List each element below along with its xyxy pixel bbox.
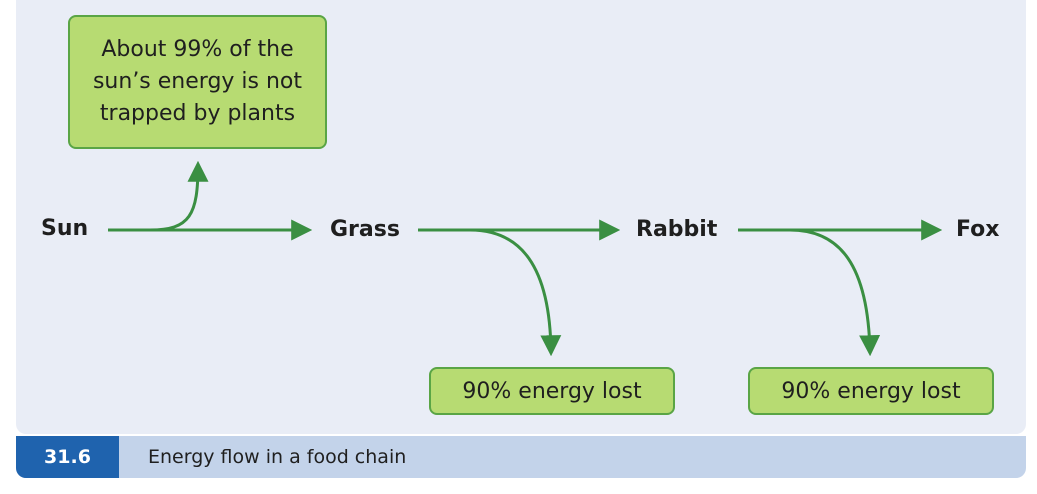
energy-lost-grass-rabbit: 90% energy lost	[429, 367, 675, 415]
note-line-3: trapped by plants	[99, 101, 296, 126]
note-line-2: sun’s energy is not	[92, 69, 303, 94]
node-rabbit: Rabbit	[636, 217, 718, 242]
figure-caption: 31.6 Energy flow in a food chain	[16, 436, 1026, 478]
node-fox: Fox	[956, 217, 1000, 242]
node-grass: Grass	[330, 217, 400, 242]
figure-title: Energy flow in a food chain	[148, 446, 407, 468]
node-sun: Sun	[41, 216, 89, 241]
energy-lost-rabbit-fox: 90% energy lost	[748, 367, 994, 415]
note-line-1: About 99% of the	[101, 37, 294, 62]
figure-number: 31.6	[16, 436, 119, 478]
energy-not-trapped-note: About 99% of the sun’s energy is not tra…	[68, 15, 327, 149]
